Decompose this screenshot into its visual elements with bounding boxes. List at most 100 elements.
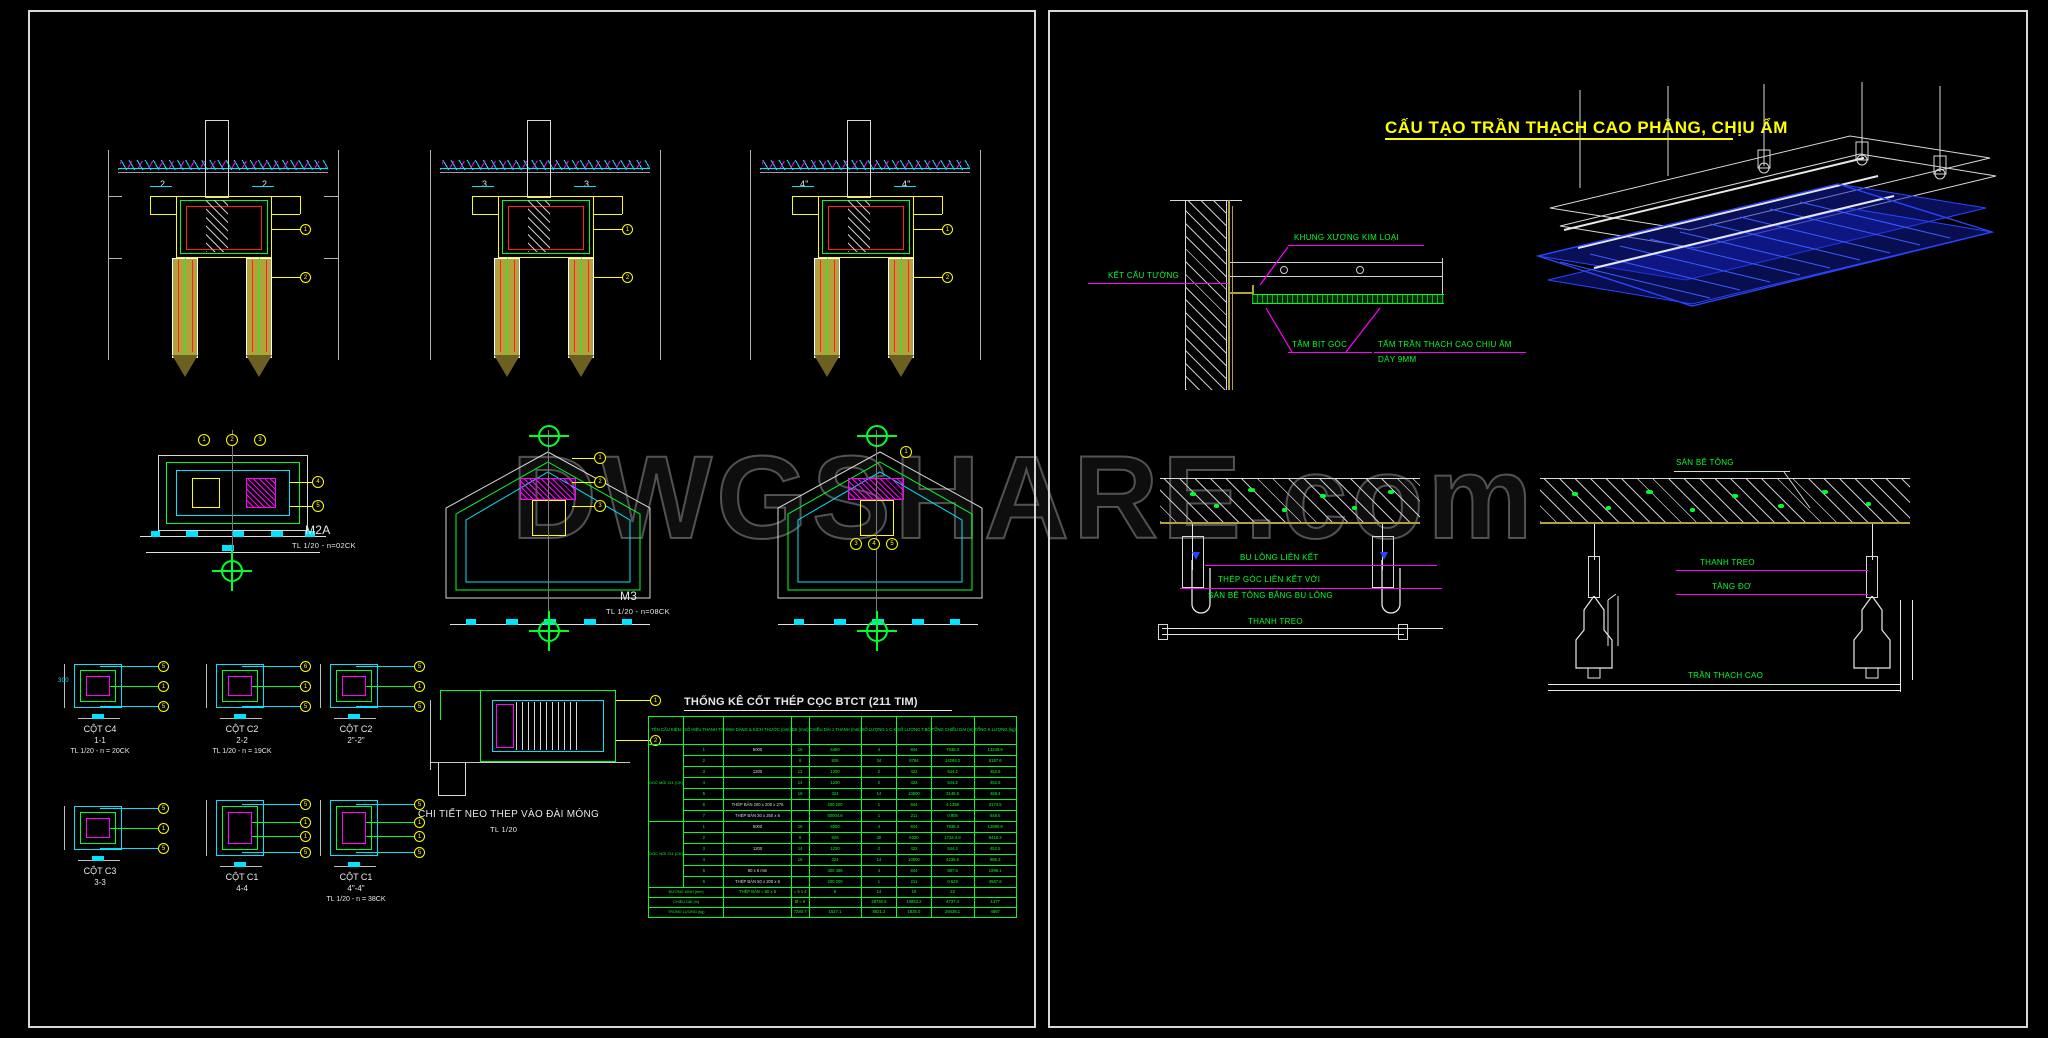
- rebar-callout-bubble: 1: [158, 681, 169, 692]
- table-cell-total-len: 4.1358: [930, 799, 975, 811]
- table-cell-dk: [790, 876, 810, 888]
- table-cell-len: 826: [808, 832, 862, 844]
- column-detail-name-c1b: CỘT C1: [339, 872, 373, 882]
- table-cell-no: 7: [683, 810, 725, 822]
- table-cell-weight: 1996.1: [973, 865, 1017, 877]
- rebar-callout-bubble: 5: [886, 538, 898, 550]
- table-cell-len: 5450: [808, 744, 862, 756]
- column-detail-section-c2a: 2-2: [236, 736, 248, 745]
- table-cell-dk: 6: [790, 832, 810, 844]
- rebar-callout-bubble: 5: [158, 701, 169, 712]
- section-mark-3-left: 3: [482, 179, 488, 189]
- table-cell-weight: 3174.5: [973, 799, 1017, 811]
- table-cell-dk: 12: [790, 766, 810, 778]
- table-cell-total-len: 544.2: [930, 766, 975, 778]
- table-cell-n1: 14: [860, 788, 898, 800]
- table-cell-summary-c7: 22: [930, 887, 975, 898]
- table-cell-nt: 10500: [896, 788, 932, 800]
- plan-label-m3-middle: M3: [620, 589, 638, 603]
- table-cell-summary-c8: [973, 887, 1017, 898]
- rebar-callout-bubble: 1: [198, 434, 210, 446]
- table-cell-total-len: 544.2: [930, 777, 975, 789]
- rebar-callout-bubble: 1: [414, 817, 425, 828]
- turnbuckle-right: [1853, 596, 1891, 679]
- table-cell-summary-c3: = 6 x 4: [790, 887, 810, 898]
- concrete-slab-hatch-left: [1160, 478, 1420, 522]
- section-mark-2-left: 2: [160, 179, 166, 189]
- table-cell-n1: 1: [860, 810, 898, 822]
- left-sheet-border: [28, 10, 1036, 1028]
- column-detail-section-c1b: 4"-4": [347, 884, 365, 893]
- th-total-weight: TỔNG K.LƯỢNG (kg): [973, 716, 1017, 745]
- table-cell-weight: 648.5: [973, 810, 1017, 822]
- rebar-callout-bubble: 4: [868, 538, 880, 550]
- rebar-callout-bubble: 5: [158, 803, 169, 814]
- table-cell-shape: [723, 832, 792, 844]
- table-cell-n1: 4: [860, 744, 898, 756]
- rebar-callout-bubble: 1: [594, 452, 606, 464]
- rebar-callout-bubble: 6: [300, 661, 311, 672]
- section-mark-4-right: 4": [902, 179, 911, 189]
- table-cell-summary-c4: 1527.1: [808, 907, 862, 918]
- column-detail-name-c1a: CỘT C1: [225, 872, 259, 882]
- rebar-callout-bubble: 1: [300, 817, 311, 828]
- table-cell-group-name: DỌC MŨI 211 (CK): [647, 744, 685, 822]
- column-detail-section-c2b: 2"-2": [347, 736, 365, 745]
- table-cell-total-len: 7938.3: [930, 744, 975, 756]
- gypsum-board-panel: [1252, 294, 1444, 304]
- table-cell-len: 324: [808, 854, 862, 866]
- concrete-slab-hatch-right: [1540, 478, 1910, 522]
- rebar-callout-bubble: 2: [594, 476, 606, 488]
- table-cell-shape: [723, 854, 792, 866]
- ceiling-detail-title: CẤU TẠO TRẦN THẠCH CAO PHẲNG, CHỊU ẨM: [1385, 118, 1788, 137]
- th-qty-one: SỐ LƯỢNG 1 C.K: [860, 716, 898, 745]
- table-cell-dk: 16: [790, 744, 810, 756]
- label-gypsum-ceiling: TRẦN THẠCH CAO: [1688, 671, 1764, 680]
- table-cell-summary-c3: 7280.7: [790, 907, 810, 918]
- table-cell-summary-c6: 16: [896, 887, 932, 898]
- wall-hatch: [1185, 200, 1227, 390]
- rebar-callout-bubble: 2: [942, 272, 953, 283]
- table-cell-dk: 14: [790, 843, 810, 855]
- table-cell-shape: THÉP BẢN 30 x 250 x 6: [723, 810, 792, 822]
- table-cell-n1: 4: [860, 821, 898, 833]
- th-component: TÊN CẤU KIỆN: [647, 716, 685, 745]
- table-cell-summary-c8: 4667: [973, 907, 1017, 918]
- rebar-callout-bubble: 5: [300, 799, 311, 810]
- table-cell-nt: 844: [896, 865, 932, 877]
- table-cell-shape: 60 x 6 mm: [723, 865, 792, 877]
- rebar-callout-bubble: 1: [900, 446, 912, 458]
- table-cell-len: 324: [808, 788, 862, 800]
- rebar-callout-bubble: 5: [414, 847, 425, 858]
- table-cell-weight: 452.5: [973, 777, 1017, 789]
- label-corner-bead: TẤM BỊT GÓC: [1292, 340, 1348, 349]
- table-cell-n1: 1: [860, 799, 898, 811]
- table-cell-no: 5: [683, 865, 725, 877]
- table-cell-no: 1: [683, 821, 725, 833]
- rebar-callout-bubble: 2: [300, 272, 311, 283]
- label-connection-bolt: BU LÔNG LIÊN KẾT: [1240, 553, 1319, 562]
- table-cell-weight: 8187.6: [973, 755, 1017, 767]
- table-cell-nt: 422: [896, 843, 932, 855]
- table-cell-nt: 8784: [896, 755, 932, 767]
- rebar-callout-bubble: 1: [414, 831, 425, 842]
- table-cell-no: 6: [683, 799, 725, 811]
- table-cell-weight: 986.3: [973, 854, 1017, 866]
- table-cell-len: 200 200: [808, 876, 862, 888]
- rebar-callout-bubble: 5: [300, 701, 311, 712]
- table-cell-n1: 2: [860, 777, 898, 789]
- rebar-callout-bubble: 4: [312, 476, 324, 488]
- table-cell-total-len: 0.629: [930, 876, 975, 888]
- table-cell-no: 6: [683, 876, 725, 888]
- rebar-callout-bubble: 5: [312, 500, 324, 512]
- th-bar-no: SỐ HIỆU THANH TY: [683, 716, 725, 745]
- section-mark-2-right: 2: [262, 179, 268, 189]
- table-cell-weight: 452.5: [973, 766, 1017, 778]
- table-cell-summary-label: ĐƯỜNG KÍNH (mm): [647, 887, 725, 898]
